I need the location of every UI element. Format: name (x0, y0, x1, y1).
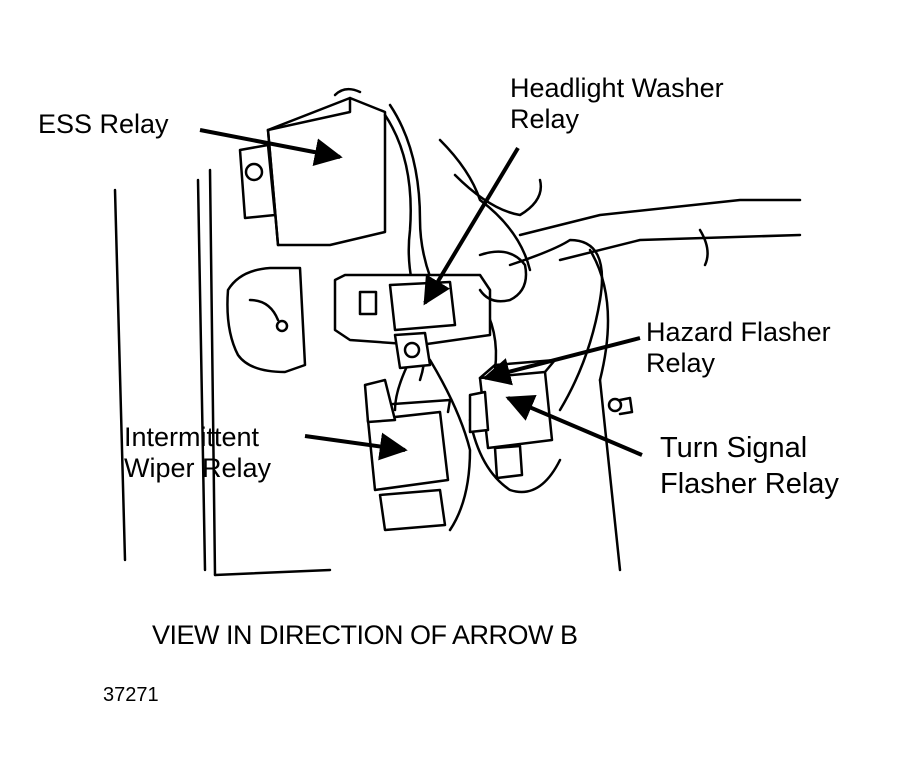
hazard-flasher-relay-label-line1: Hazard Flasher (646, 317, 831, 347)
figure-number: 37271 (103, 684, 159, 706)
hazard-flasher-relay-label-line2: Relay (646, 348, 716, 378)
hazard-flasher-relay-label: Hazard Flasher Relay (646, 317, 831, 379)
mounting-nut (393, 331, 432, 370)
ess-relay-label: ESS Relay (38, 109, 169, 139)
intermittent-wiper-relay-label: Intermittent Wiper Relay (124, 422, 271, 484)
intermittent-wiper-relay (363, 378, 452, 532)
headlight-washer-relay (333, 250, 528, 347)
headlight-washer-relay-label: Headlight Washer Relay (510, 73, 724, 135)
view-caption: VIEW IN DIRECTION OF ARROW B (152, 620, 578, 650)
headlight-washer-relay-label-line2: Relay (510, 104, 580, 134)
mounting-bracket (226, 266, 307, 374)
turn-signal-flasher-relay-arrow (505, 394, 643, 457)
hazard-flasher-relay-arrow (482, 336, 641, 386)
turn-signal-flasher-relay-label-line1: Turn Signal (660, 432, 808, 464)
turn-signal-flasher-relay-label-line2: Flasher Relay (660, 468, 839, 500)
turn-signal-flasher-relay-label: Turn Signal Flasher Relay (660, 430, 839, 502)
intermittent-wiper-relay-arrow (304, 432, 408, 461)
intermittent-wiper-relay-label-line2: Wiper Relay (124, 453, 272, 483)
ess-relay (238, 87, 387, 247)
headlight-washer-relay-label-line1: Headlight Washer (510, 73, 724, 103)
intermittent-wiper-relay-label-line1: Intermittent (124, 422, 260, 452)
body-panel-lines (113, 168, 802, 577)
headlight-washer-relay-arrow (423, 146, 520, 306)
ess-relay-arrow (199, 128, 343, 166)
panel-fastener (607, 396, 634, 416)
